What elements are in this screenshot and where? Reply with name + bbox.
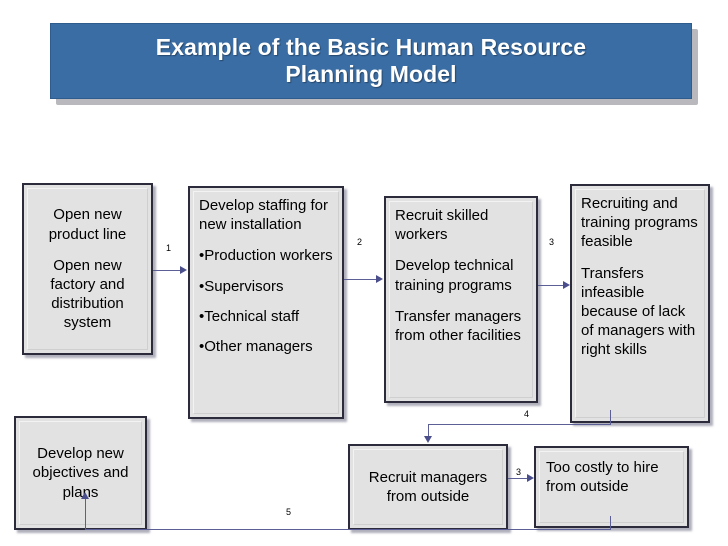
process-box-recruit-skilled-workers[interactable]: Recruit skilled workers Develop technica… [384,196,538,403]
connector-4-segment-horizontal [428,424,611,425]
process-box-recruit-managers-outside-inner: Recruit managers from outside [353,449,503,525]
process-box-open-new-inner: Open new product line Open new factory a… [27,188,148,350]
page-title: Example of the Basic Human Resource Plan… [146,34,596,88]
open-new-line-1: Open new product line [48,206,127,243]
process-box-programs-feasible[interactable]: Recruiting and training programs feasibl… [570,184,710,423]
connector-5-label: 5 [286,507,292,517]
connector-2-arrowhead-icon [376,275,383,283]
recruit-skilled-line-3: Transfer managers from other facilities [395,307,522,344]
connector-3b-line [508,478,528,479]
open-new-line-2: Open new factory and distribution system [50,256,125,332]
connector-4-segment-vertical-top [610,410,611,425]
process-box-recruit-managers-outside[interactable]: Recruit managers from outside [348,444,508,530]
recruit-managers-text: Recruit managers from outside [368,468,488,505]
connector-2-label: 2 [357,237,363,247]
feasible-line-2: Transfers infeasible because of lack of … [581,264,696,359]
connector-3-label: 3 [549,237,555,247]
process-box-develop-staffing-inner: Develop staffing for new installation •P… [193,191,339,414]
page-title-line-2: Planning Model [285,61,457,87]
connector-4-arrowhead-icon [424,436,432,443]
connector-4-segment-vertical-down [428,424,429,438]
connector-3-line [538,285,564,286]
process-box-too-costly-inner: Too costly to hire from outside [539,451,684,523]
too-costly-text: Too costly to hire from outside [546,459,659,496]
connector-5-segment-vertical-down [610,516,611,530]
connector-5-segment-horizontal [85,529,611,530]
connector-5-arrowhead-icon [81,492,89,499]
objectives-text: Develop new objectives and plans [32,445,129,501]
connector-1-arrowhead-icon [180,266,187,274]
connector-2-line [344,279,377,280]
process-box-recruit-skilled-workers-inner: Recruit skilled workers Develop technica… [389,201,533,398]
connector-1-label: 1 [166,243,172,253]
connector-1-line [153,270,181,271]
feasible-line-1: Recruiting and training programs feasibl… [581,195,698,251]
staffing-bullet-other-managers: •Other managers [199,337,313,355]
staffing-heading: Develop staffing for new installation [199,197,328,234]
recruit-skilled-line-2: Develop technical training programs [395,257,514,294]
staffing-bullet-supervisors: •Supervisors [199,277,284,295]
staffing-bullet-technical-staff: •Technical staff [199,307,300,325]
process-box-develop-staffing[interactable]: Develop staffing for new installation •P… [188,186,344,419]
connector-4-label: 4 [524,409,530,419]
connector-5-segment-vertical-up [85,498,86,530]
slide-title-banner: Example of the Basic Human Resource Plan… [50,23,692,99]
process-box-develop-new-objectives-inner: Develop new objectives and plans [19,421,142,525]
process-box-programs-feasible-inner: Recruiting and training programs feasibl… [575,189,705,418]
page-title-line-1: Example of the Basic Human Resource [155,33,587,60]
process-box-develop-new-objectives[interactable]: Develop new objectives and plans [14,416,147,530]
connector-3-arrowhead-icon [563,281,570,289]
staffing-bullet-production-workers: •Production workers [199,247,333,265]
connector-3b-arrowhead-icon [527,474,534,482]
recruit-skilled-line-1: Recruit skilled workers [395,207,489,244]
connector-3b-label: 3 [516,467,522,477]
process-box-open-new[interactable]: Open new product line Open new factory a… [22,183,153,355]
process-box-too-costly[interactable]: Too costly to hire from outside [534,446,689,528]
